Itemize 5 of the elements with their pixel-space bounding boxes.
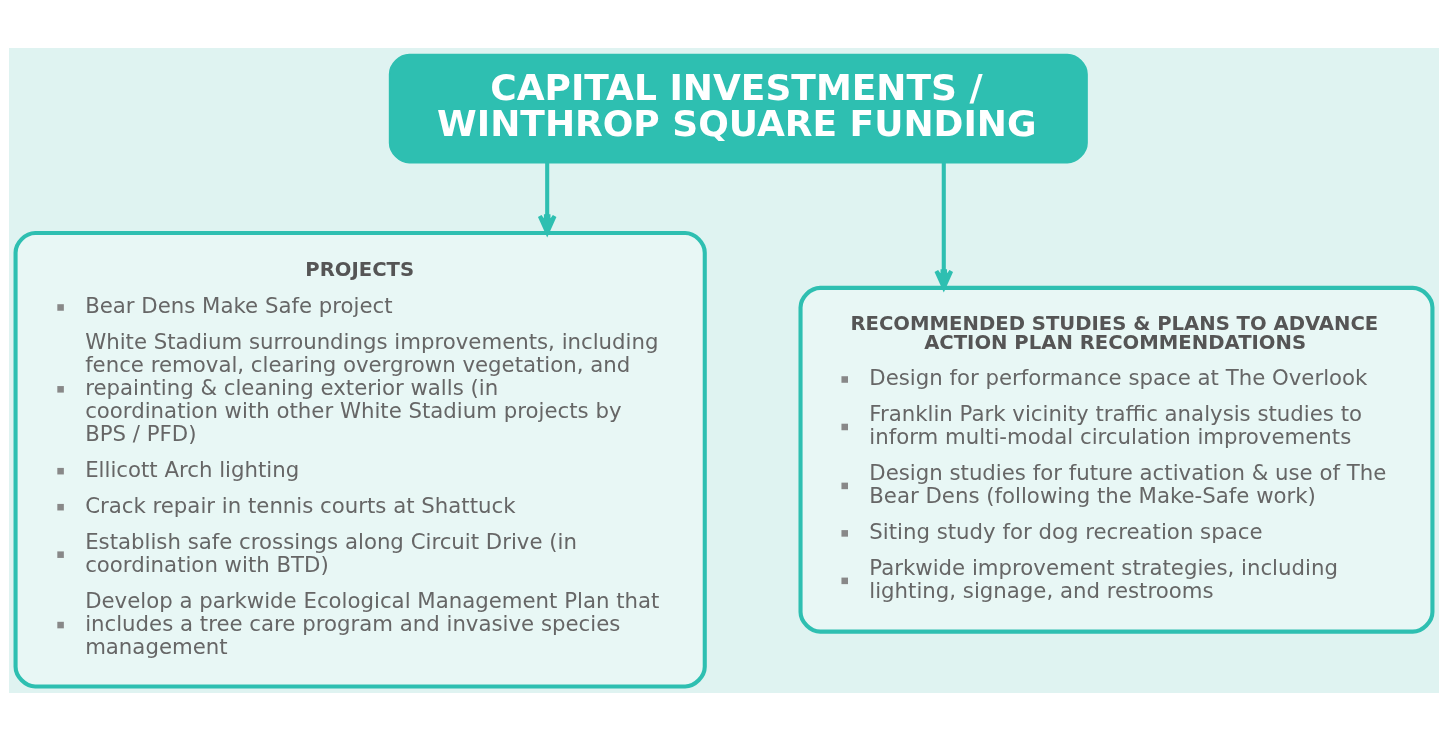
- node-box: PROJECTS Bear Dens Make Safe project White Stadium surroundings improvements, including fence removal, clearing overgrown vegetation, and repainting & cleaning exterior walls (in coordination with other White Stadium projects by BPS / PFD) Ellicott Arch lighting Crack repair in tennis courts at Shattuck Establish safe crossings along Circuit Drive (in coordination with BTD) Develop a parkwide Ecological Management Plan that includes a tree care program and invasive species management: [13, 230, 707, 688]
- node-box: RECOMMENDED STUDIES & PLANS TO ADVANCE ACTION PLAN RECOMMENDATIONS Design for performance space at The Overlook Franklin Park vicinity traffic analysis studies to inform multi-modal circulation improvements Design studies for future activation & use of The Bear Dens (following the Make-Safe work) Siting study for dog recreation space Parkwide improvement strategies, including lighting, signage, and restrooms: [798, 285, 1435, 634]
- arrow: [934, 162, 954, 290]
- arrow: [537, 162, 557, 235]
- node-box: CAPITAL INVESTMENTS / WINTHROP SQUARE FUNDING: [388, 53, 1088, 163]
